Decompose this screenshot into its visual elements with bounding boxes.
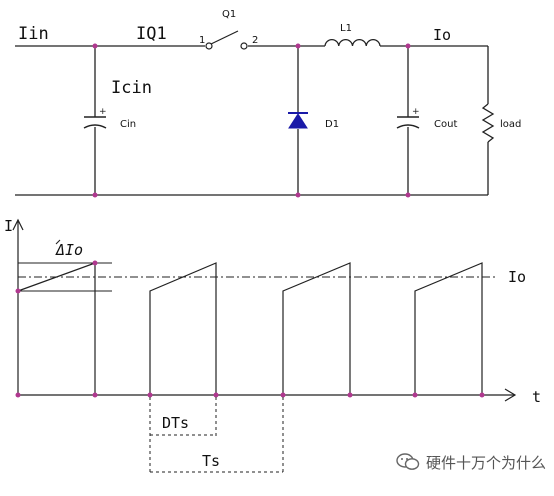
current-waveform [17,262,483,395]
capacitor-cout [396,116,420,129]
waveform-nodes [15,260,485,398]
watermark: 硬件十万个为什么 [396,450,546,474]
label-l1: L1 [340,23,352,34]
waveform-axes [12,218,517,402]
label-dts: DTs [162,414,189,432]
label-io-circuit: Io [433,26,451,44]
label-icin: Icin [111,78,152,98]
label-iq1: IQ1 [136,24,167,44]
timing-markers [149,397,284,475]
label-load: load [500,119,521,130]
label-cin: Cin [120,119,136,130]
label-i-axis: I [4,217,13,235]
inductor-l1 [324,38,381,47]
cin-plus-sign: + [99,107,107,117]
watermark-text: 硬件十万个为什么 [425,453,546,472]
label-cout: Cout [434,119,457,130]
wechat-icon [396,453,420,470]
cout-plus-sign: + [412,107,420,117]
label-delta-io: ΔIo [55,241,83,259]
circuit-wires [15,45,489,196]
label-io-level: Io [508,268,526,286]
label-pin1: 1 [199,35,205,46]
diode-d1 [288,112,308,129]
label-q1: Q1 [222,9,236,20]
switch-q1 [205,30,248,50]
label-d1: D1 [325,119,339,130]
label-pin2: 2 [252,35,258,46]
label-iin: Iin [18,24,49,44]
label-t-axis: t [532,388,541,406]
label-ts: Ts [202,452,220,470]
load-resistor [481,103,495,143]
circuit-nodes [92,43,411,198]
capacitor-cin [83,116,107,129]
